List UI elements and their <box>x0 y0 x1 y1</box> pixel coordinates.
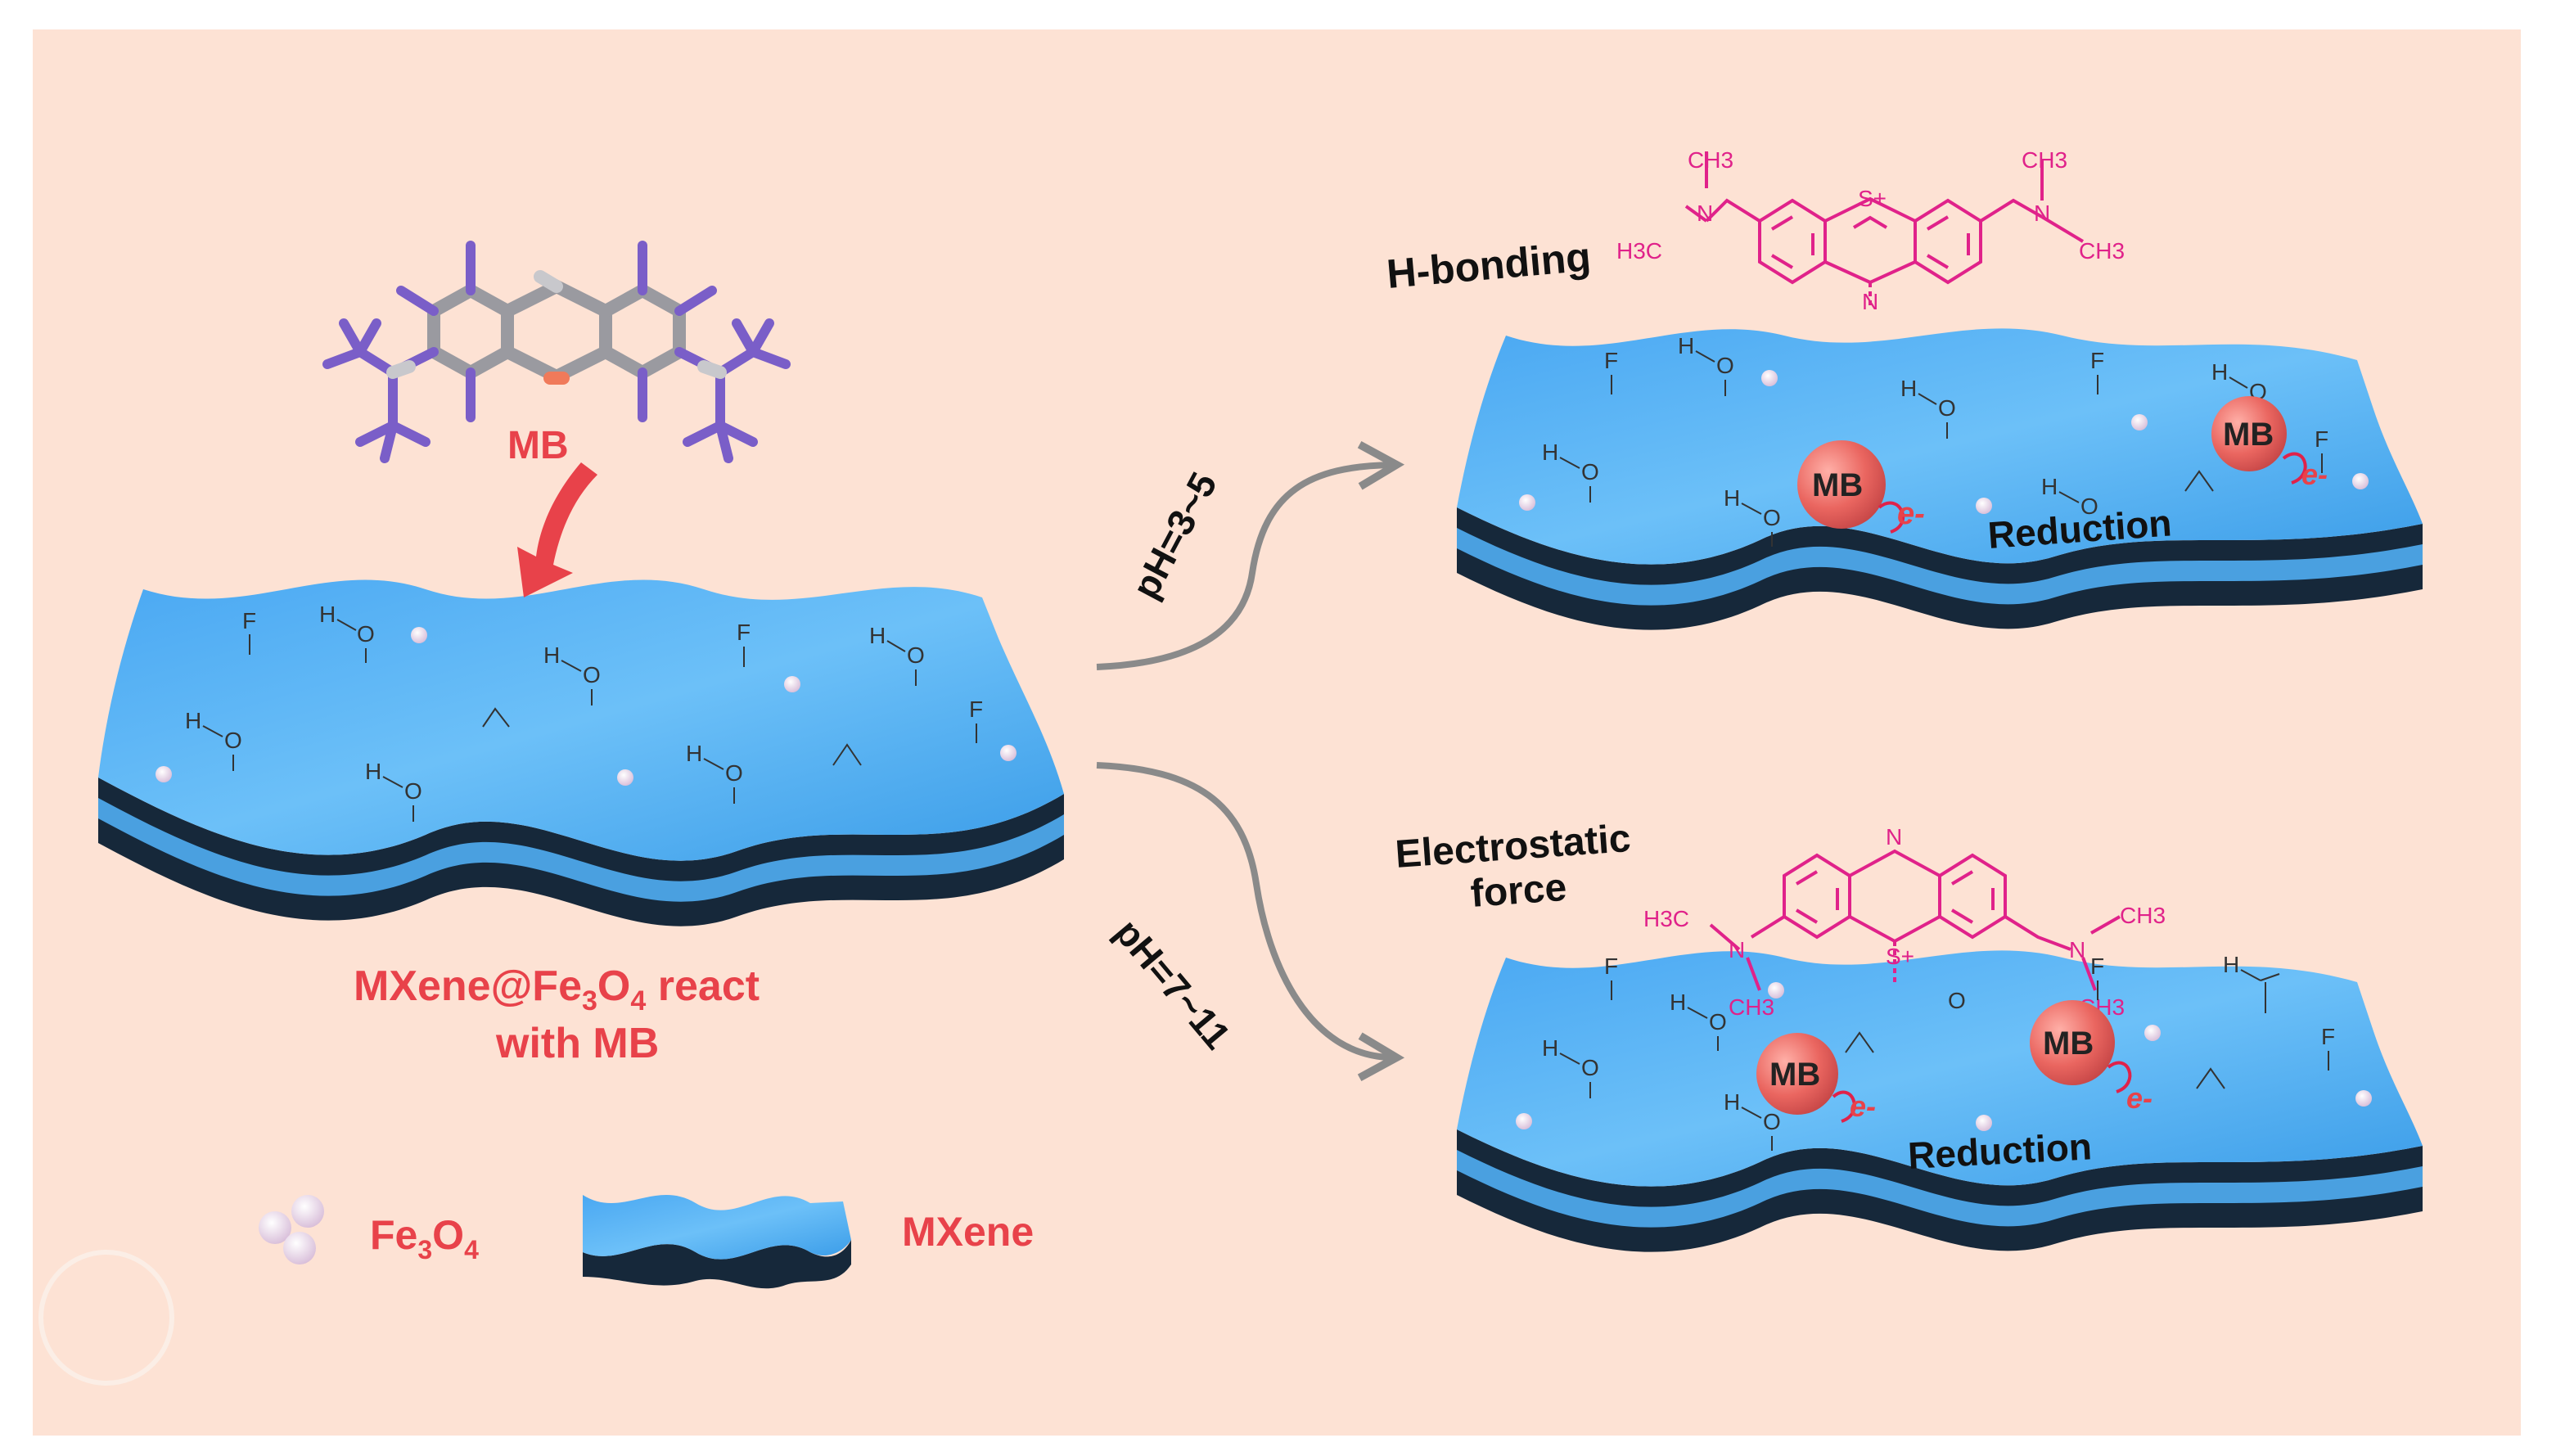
left-surface-groups: F HO HO F HO F HO HO HO <box>156 602 1017 822</box>
svg-text:S+: S+ <box>1886 944 1914 969</box>
svg-text:e-: e- <box>1897 497 1925 531</box>
svg-text:H: H <box>1670 989 1686 1015</box>
svg-text:H: H <box>1542 1035 1558 1061</box>
bottom-mechanism-line1: Electrostatic <box>1394 817 1632 877</box>
svg-text:S+: S+ <box>1858 186 1887 211</box>
svg-text:MB: MB <box>1812 467 1863 503</box>
svg-text:H: H <box>1724 1089 1740 1115</box>
bottom-surface-groups: F HO F H F HO HO <box>1516 952 2372 1151</box>
svg-text:O: O <box>1763 1109 1781 1134</box>
bottom-mxene-sheet <box>1457 950 2423 1252</box>
mb-label: MB <box>507 424 569 467</box>
legend-fe3o4-label: Fe3O4 <box>370 1212 479 1264</box>
legend-mxene: MXene <box>583 1195 1034 1289</box>
svg-text:F: F <box>1604 953 1618 979</box>
svg-text:F: F <box>737 620 751 645</box>
top-mb-structure <box>1684 151 2085 307</box>
svg-text:F: F <box>2090 953 2104 979</box>
svg-text:O: O <box>2080 494 2098 519</box>
svg-text:H: H <box>1542 440 1558 465</box>
bottom-mb-sphere-1: MB e- <box>1756 1033 1876 1123</box>
arrow-to-top <box>1096 440 1405 670</box>
svg-text:e-: e- <box>2126 1081 2153 1115</box>
svg-text:N: N <box>2069 937 2085 962</box>
svg-text:H: H <box>543 642 560 668</box>
svg-text:O: O <box>907 642 925 668</box>
svg-text:O: O <box>1948 988 1966 1013</box>
left-mxene-sheet <box>98 579 1064 926</box>
bottom-mb-structure <box>1709 849 2121 991</box>
svg-text:N: N <box>1862 289 1878 314</box>
svg-text:CH3: CH3 <box>2022 147 2067 173</box>
svg-text:H: H <box>2041 474 2058 499</box>
svg-text:H: H <box>1724 485 1740 511</box>
svg-text:CH3: CH3 <box>2079 238 2125 264</box>
top-mb-sphere-2: MB e- <box>2211 396 2328 491</box>
mb-3d-molecule <box>322 241 791 463</box>
svg-text:H: H <box>869 623 886 648</box>
bottom-mb-sphere-2: MB e- <box>2030 1000 2153 1115</box>
red-down-arrow <box>517 462 597 597</box>
svg-text:O: O <box>1581 1055 1599 1080</box>
left-caption-line2: with MB <box>495 1020 659 1067</box>
svg-text:F: F <box>1604 348 1618 373</box>
svg-text:O: O <box>1763 505 1781 530</box>
svg-text:N: N <box>2034 201 2050 226</box>
top-surface-groups: F HO HO F HO F HO HO HO <box>1519 333 2369 547</box>
svg-text:O: O <box>1716 353 1734 378</box>
svg-text:e-: e- <box>1850 1089 1876 1123</box>
top-mb-atoms: S+ N N N CH3 H3C CH3 CH3 <box>1616 147 2125 314</box>
svg-text:H3C: H3C <box>1616 238 1662 264</box>
svg-text:F: F <box>2090 348 2104 373</box>
svg-text:CH3: CH3 <box>1688 147 1733 173</box>
bottom-mechanism-line2: force <box>1469 866 1568 916</box>
svg-text:MB: MB <box>2043 1026 2094 1062</box>
svg-text:H: H <box>185 708 201 733</box>
legend-mxene-label: MXene <box>902 1209 1034 1255</box>
svg-text:N: N <box>1886 824 1902 850</box>
svg-text:O: O <box>357 621 375 647</box>
svg-text:CH3: CH3 <box>1729 994 1774 1020</box>
svg-text:H: H <box>1678 333 1694 358</box>
svg-text:H: H <box>1900 376 1917 401</box>
ph-acidic-label: pH=3~5 <box>1124 466 1225 606</box>
svg-text:F: F <box>242 608 256 633</box>
top-mechanism-label: H-bonding <box>1385 233 1593 297</box>
svg-text:F: F <box>969 696 983 722</box>
svg-text:N: N <box>1697 201 1713 226</box>
svg-text:H3C: H3C <box>1643 906 1689 931</box>
svg-text:MB: MB <box>1769 1057 1820 1093</box>
svg-text:O: O <box>725 760 743 786</box>
ph-basic-label: pH=7~11 <box>1107 911 1238 1057</box>
top-mb-sphere-1: MB e- <box>1797 440 1925 534</box>
svg-text:O: O <box>1581 459 1599 485</box>
svg-text:F: F <box>2315 426 2328 452</box>
svg-text:O: O <box>1709 1009 1727 1035</box>
legend-fe3o4: Fe3O4 <box>259 1195 479 1264</box>
svg-text:CH3: CH3 <box>2120 903 2166 928</box>
arrow-to-bottom <box>1096 762 1405 1082</box>
svg-text:O: O <box>404 778 422 804</box>
svg-text:e-: e- <box>2301 458 2328 491</box>
svg-text:O: O <box>224 728 242 753</box>
watermark-logo <box>38 1250 174 1386</box>
svg-text:O: O <box>583 662 601 687</box>
svg-text:H: H <box>2223 952 2239 977</box>
svg-text:N: N <box>1729 937 1745 962</box>
svg-text:H: H <box>2211 359 2228 385</box>
svg-text:H: H <box>365 759 381 784</box>
svg-text:H: H <box>686 741 702 766</box>
svg-text:MB: MB <box>2223 417 2274 453</box>
top-mxene-sheet <box>1457 328 2423 630</box>
bottom-reduction-label: Reduction <box>1907 1125 2093 1177</box>
svg-text:F: F <box>2321 1024 2335 1049</box>
svg-text:O: O <box>1938 395 1956 421</box>
left-caption-line1: MXene@Fe3O4 react <box>354 962 760 1016</box>
svg-text:H: H <box>319 602 336 627</box>
